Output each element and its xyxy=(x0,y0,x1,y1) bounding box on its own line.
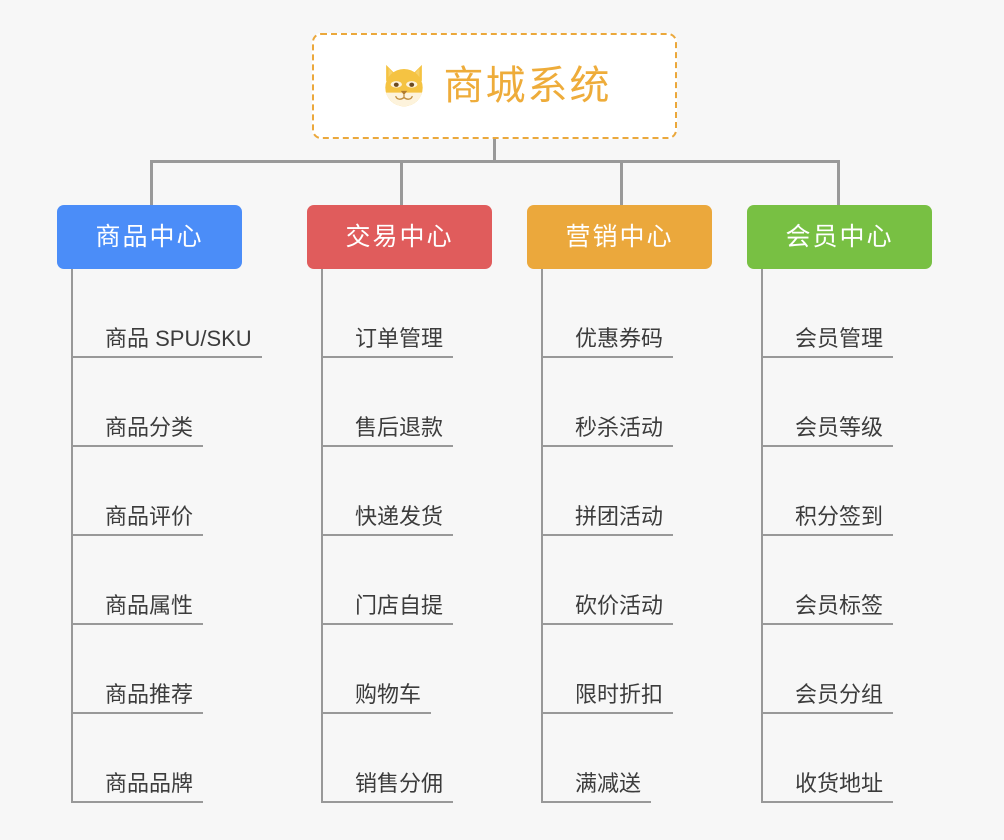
leaf-label: 满减送 xyxy=(575,770,642,796)
leaf-label: 收货地址 xyxy=(795,770,884,796)
list-item[interactable]: 优惠券码 xyxy=(543,269,674,358)
leaf-label: 砍价活动 xyxy=(575,592,664,618)
column-rail xyxy=(321,269,323,803)
leaf-label: 会员分组 xyxy=(795,681,884,707)
root-node-shop-system[interactable]: 商城系统 xyxy=(312,33,677,139)
list-item[interactable]: 限时折扣 xyxy=(543,625,674,714)
connector-root-stem xyxy=(493,139,496,162)
list-item[interactable]: 积分签到 xyxy=(763,447,894,536)
leaf-label: 限时折扣 xyxy=(575,681,664,707)
leaf-label: 商品推荐 xyxy=(105,681,194,707)
list-item[interactable]: 快递发货 xyxy=(323,447,454,536)
list-item[interactable]: 商品分类 xyxy=(73,358,204,447)
leaf-label: 商品属性 xyxy=(105,592,194,618)
category-label: 交易中心 xyxy=(345,222,454,251)
column-rail xyxy=(71,269,73,803)
leaf-label: 销售分佣 xyxy=(355,770,444,796)
list-item[interactable]: 商品品牌 xyxy=(73,714,204,803)
list-item[interactable]: 会员管理 xyxy=(763,269,894,358)
connector-horizontal-bus xyxy=(150,160,840,163)
category-header-trade-center[interactable]: 交易中心 xyxy=(307,205,492,269)
leaf-label: 快递发货 xyxy=(355,503,444,529)
leaf-label: 商品评价 xyxy=(105,503,194,529)
connector-drop-4 xyxy=(837,160,840,205)
connector-drop-1 xyxy=(150,160,153,205)
category-header-product-center[interactable]: 商品中心 xyxy=(57,205,242,269)
leaf-label: 秒杀活动 xyxy=(575,414,664,440)
leaf-label: 售后退款 xyxy=(355,414,444,440)
list-item[interactable]: 砍价活动 xyxy=(543,536,674,625)
leaf-label: 商品分类 xyxy=(105,414,194,440)
list-item[interactable]: 购物车 xyxy=(323,625,432,714)
leaf-label: 会员等级 xyxy=(795,414,884,440)
leaf-label: 商品品牌 xyxy=(105,770,194,796)
leaf-label: 会员标签 xyxy=(795,592,884,618)
connector-drop-2 xyxy=(400,160,403,205)
category-label: 商品中心 xyxy=(95,222,204,251)
list-item[interactable]: 商品评价 xyxy=(73,447,204,536)
category-label: 营销中心 xyxy=(565,222,674,251)
list-item[interactable]: 收货地址 xyxy=(763,714,894,803)
list-item[interactable]: 订单管理 xyxy=(323,269,454,358)
dog-face-icon xyxy=(384,64,423,107)
list-item[interactable]: 会员分组 xyxy=(763,625,894,714)
leaf-label: 拼团活动 xyxy=(575,503,664,529)
list-item[interactable]: 售后退款 xyxy=(323,358,454,447)
leaf-label: 优惠券码 xyxy=(575,325,664,351)
column-rail xyxy=(761,269,763,803)
list-item[interactable]: 会员标签 xyxy=(763,536,894,625)
list-item[interactable]: 商品属性 xyxy=(73,536,204,625)
category-header-marketing-center[interactable]: 营销中心 xyxy=(527,205,712,269)
category-label: 会员中心 xyxy=(785,222,894,251)
list-item[interactable]: 销售分佣 xyxy=(323,714,454,803)
leaf-label: 会员管理 xyxy=(795,325,884,351)
leaf-label: 门店自提 xyxy=(355,592,444,618)
leaf-label: 积分签到 xyxy=(795,503,884,529)
root-title: 商城系统 xyxy=(443,64,612,108)
list-item[interactable]: 门店自提 xyxy=(323,536,454,625)
connector-drop-3 xyxy=(620,160,623,205)
column-rail xyxy=(541,269,543,803)
list-item[interactable]: 商品 SPU/SKU xyxy=(73,269,262,358)
list-item[interactable]: 拼团活动 xyxy=(543,447,674,536)
leaf-label: 商品 SPU/SKU xyxy=(105,325,252,351)
list-item[interactable]: 商品推荐 xyxy=(73,625,204,714)
list-item[interactable]: 秒杀活动 xyxy=(543,358,674,447)
category-header-member-center[interactable]: 会员中心 xyxy=(747,205,932,269)
leaf-label: 订单管理 xyxy=(355,325,444,351)
list-item[interactable]: 会员等级 xyxy=(763,358,894,447)
list-item[interactable]: 满减送 xyxy=(543,714,652,803)
leaf-label: 购物车 xyxy=(355,681,422,707)
